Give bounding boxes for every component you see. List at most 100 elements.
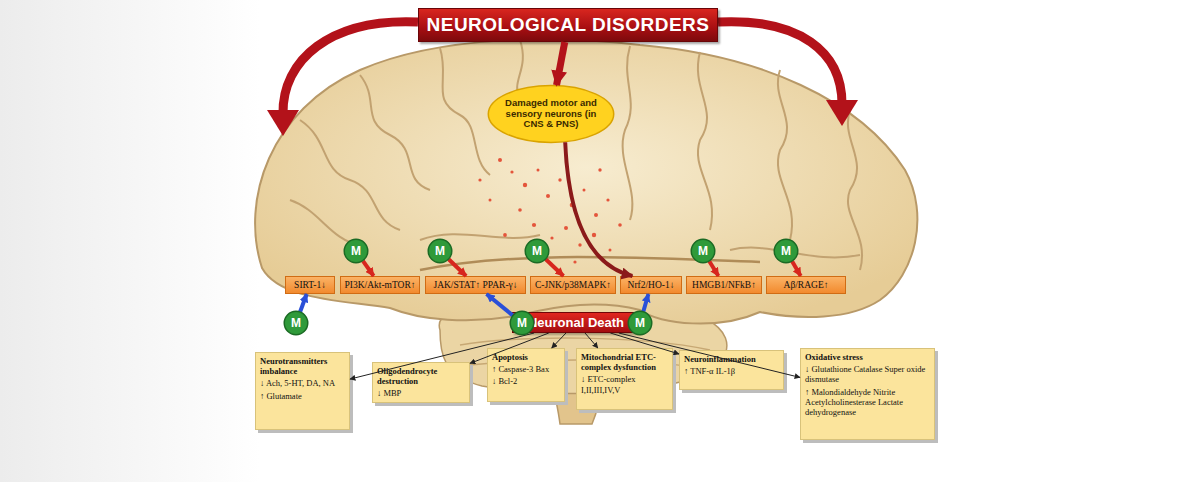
modulator-circle: M bbox=[284, 311, 308, 335]
connector-arrow bbox=[619, 333, 800, 377]
circle-shape bbox=[428, 239, 452, 263]
connector-arrow bbox=[565, 142, 632, 276]
inhibition-arrow bbox=[363, 261, 374, 276]
ellipse-shape bbox=[488, 86, 613, 143]
pathway-box: SIRT-1↓ bbox=[285, 276, 335, 294]
arrow-head bbox=[826, 100, 858, 126]
lesion-dot bbox=[532, 223, 536, 227]
mechanism-box: Neuroinflammation ↑ TNF-α IL-1β bbox=[679, 350, 784, 390]
node-heading: JAK/STAT↑ PPAR-γ↓ bbox=[433, 280, 517, 290]
circle-shape bbox=[525, 239, 549, 263]
lesion-dot bbox=[573, 260, 576, 263]
lesion-dot bbox=[570, 203, 575, 208]
node-body: ↓ ETC-complex I,II,III,IV,V bbox=[581, 374, 668, 394]
node-heading: Oxidative stress bbox=[805, 352, 930, 362]
node-heading: M bbox=[532, 244, 542, 258]
gyrus-line bbox=[698, 52, 712, 230]
node-heading: Damaged motor and sensory neurons (in CN… bbox=[499, 98, 603, 131]
pathway-box: HMGB1/NFkB↑ bbox=[686, 276, 762, 294]
lesion-dot bbox=[546, 194, 550, 198]
connector-arrow bbox=[350, 333, 534, 379]
node-body: ↓ Ach, 5-HT, DA, NA bbox=[260, 378, 345, 388]
activation-arrow bbox=[487, 294, 513, 315]
pathway-box: JAK/STAT↑ PPAR-γ↓ bbox=[425, 276, 526, 294]
gyrus-line bbox=[300, 120, 400, 230]
node-heading: Oligodendrocyte destruction bbox=[377, 366, 465, 386]
lesion-dot bbox=[537, 169, 540, 172]
pathway-box: C-JNK/p38MAPK↑ bbox=[530, 276, 616, 294]
node-heading: Neuroinflammation bbox=[684, 354, 779, 364]
circle-shape bbox=[628, 311, 652, 335]
mechanism-box: Apoptosis↑ Caspase-3 Bax↓ Bcl-2 bbox=[487, 348, 565, 402]
arrow-head bbox=[267, 110, 299, 136]
node-heading: M bbox=[517, 316, 527, 330]
lesion-dot bbox=[558, 178, 561, 181]
node-heading: M bbox=[698, 244, 708, 258]
pathway-box: Aβ/RAGE↑ bbox=[766, 276, 846, 294]
node-heading: Aβ/RAGE↑ bbox=[784, 280, 829, 290]
lesion-dot bbox=[606, 198, 609, 201]
lesion-dot bbox=[503, 233, 507, 237]
inhibition-arrow bbox=[792, 261, 801, 276]
gyrus-line bbox=[623, 46, 633, 220]
node-body: ↑ TNF-α IL-1β bbox=[684, 366, 779, 376]
gyrus-line bbox=[290, 200, 360, 245]
node-heading: Apoptosis bbox=[492, 352, 560, 362]
node-body: ↓ Bcl-2 bbox=[492, 376, 560, 386]
lesion-dot bbox=[498, 158, 502, 162]
node-body: ↑ Malondialdehyde Nitrite Acetylcholines… bbox=[805, 387, 930, 418]
node-heading: M bbox=[781, 244, 791, 258]
lesion-dot bbox=[618, 223, 622, 227]
node-heading: M bbox=[351, 244, 361, 258]
title-banner: NEUROLOGICAL DISORDERS bbox=[418, 8, 718, 42]
activation-arrow bbox=[643, 294, 648, 311]
mechanism-box: Neurotransmitters imbalance ↓ Ach, 5-HT, … bbox=[255, 352, 350, 430]
lesion-dots bbox=[478, 158, 621, 264]
inhibition-arrow bbox=[449, 259, 466, 276]
circle-shape bbox=[691, 239, 715, 263]
lesion-dot bbox=[489, 199, 492, 202]
inhibition-arrow bbox=[546, 259, 564, 276]
modulator-circle: M bbox=[691, 239, 715, 263]
node-heading: SIRT-1↓ bbox=[294, 280, 326, 290]
lesion-dot bbox=[594, 213, 598, 217]
node-heading: PI3K/Akt-mTOR↑ bbox=[344, 280, 415, 290]
circle-shape bbox=[510, 311, 534, 335]
mechanism-box: Oxidative stress ↓ Glutathione Catalase S… bbox=[800, 348, 935, 440]
mechanism-box: Mitochondrial ETC-complex dysfunction↓ E… bbox=[576, 348, 673, 410]
node-heading: Neuronal Death bbox=[528, 315, 624, 330]
mechanism-box: Oligodendrocyte destruction↓ MBP bbox=[372, 362, 470, 403]
connector-arrow bbox=[610, 333, 679, 354]
modulator-circle: M bbox=[525, 239, 549, 263]
lesion-dot bbox=[523, 183, 527, 187]
node-body: ↑ Glutamate bbox=[260, 391, 345, 401]
gyrus-line bbox=[778, 70, 792, 240]
lesion-dot bbox=[564, 226, 568, 230]
connector-arrow bbox=[552, 333, 566, 348]
node-body: ↓ Glutathione Catalase Super oxide dismu… bbox=[805, 364, 930, 384]
modulator-circle: M bbox=[628, 311, 652, 335]
node-heading: Mitochondrial ETC-complex dysfunction bbox=[581, 352, 668, 372]
connector-arrow bbox=[470, 333, 549, 363]
circle-shape bbox=[774, 239, 798, 263]
modulator-circle: M bbox=[510, 311, 534, 335]
lesion-dot bbox=[609, 249, 612, 252]
gyrus-line bbox=[848, 110, 862, 270]
connector-arrow bbox=[585, 333, 598, 348]
lesion-dot bbox=[583, 189, 586, 192]
inhibition-arrow bbox=[709, 261, 718, 276]
circle-shape bbox=[284, 311, 308, 335]
curved-arrow bbox=[718, 22, 842, 104]
modulator-circle: M bbox=[428, 239, 452, 263]
lesion-dot bbox=[518, 208, 522, 212]
gyrus-line bbox=[440, 48, 490, 175]
node-heading: M bbox=[435, 244, 445, 258]
callout-ellipse: Damaged motor and sensory neurons (in CN… bbox=[487, 85, 615, 143]
gyrus-line bbox=[360, 75, 430, 190]
node-heading: C-JNK/p38MAPK↑ bbox=[535, 280, 611, 290]
node-heading: HMGB1/NFkB↑ bbox=[692, 280, 756, 290]
lesion-dot bbox=[478, 178, 481, 181]
modulator-circle: M bbox=[774, 239, 798, 263]
node-heading: Neurotransmitters imbalance bbox=[260, 356, 345, 376]
